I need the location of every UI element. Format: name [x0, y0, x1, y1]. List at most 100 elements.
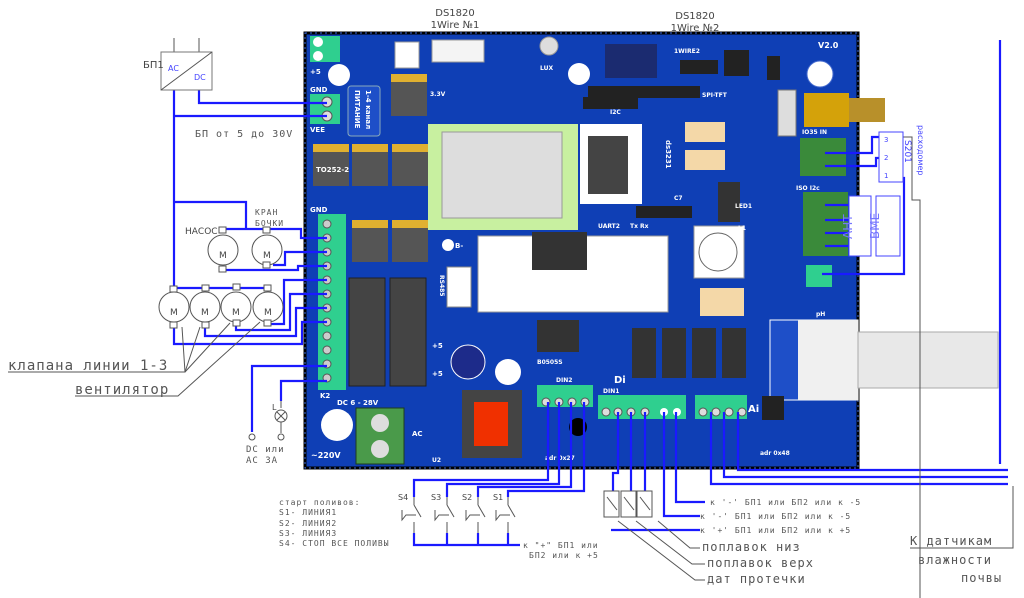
mounting-hole	[321, 409, 353, 441]
ds1820-1-label: DS1820	[435, 8, 475, 19]
float-low-label: поплавок низ	[702, 540, 801, 554]
ds1820-2-label: DS1820	[675, 11, 715, 22]
label-ds3231: ds3231	[664, 140, 672, 169]
minus-note-2: к '-' БП1 или БП2 или к -5	[700, 512, 851, 521]
motor-glyph: M	[263, 251, 271, 261]
fan-label: вентилятор	[75, 382, 169, 398]
bnc-connector	[798, 320, 858, 400]
rs485-connector	[446, 266, 472, 308]
buttons-legend-s3: S3- ЛИНИЯ3	[279, 529, 337, 538]
label-3v3: 3.3V	[430, 91, 446, 98]
label-dc-input: DC 6 - 28V	[337, 399, 379, 407]
din2-terminal	[537, 385, 593, 407]
flow-pin-1: 1	[884, 172, 888, 180]
float-sensors: поплавок низ поплавок верх дат протечки …	[603, 490, 860, 586]
label-plus5-2: +5	[432, 342, 443, 350]
bme-label: BME	[868, 213, 882, 239]
tank-valve-motor: M	[251, 226, 283, 269]
label-led1: LED1	[735, 203, 752, 210]
label-io35: IO35 IN	[802, 129, 827, 136]
ds1820-2-bus: 1Wire №2	[671, 23, 720, 34]
motors: M M M M M M НАСОС КРАН БОЧКИ клапана лин…	[8, 208, 284, 398]
flow-sensor-label: S201	[902, 140, 912, 163]
label-ph: pH	[816, 311, 825, 318]
buttons-title: старт поливов:	[279, 498, 360, 507]
valves-label: клапана линии 1-3	[8, 358, 168, 374]
motor-glyph: M	[219, 251, 227, 261]
pcb-board	[303, 31, 999, 470]
soil-sensors-label-1: К датчикам	[910, 534, 992, 548]
lamp: L DC или AC 3A	[246, 401, 288, 466]
lamp-source-2: AC 3A	[246, 456, 278, 466]
buttons-legend-s2: S2- ЛИНИЯ2	[279, 519, 337, 528]
label-power-channels: 1-4 канал	[364, 90, 372, 129]
antenna-connector	[804, 93, 849, 127]
mosfet-row	[313, 74, 428, 262]
relay-2	[389, 277, 427, 387]
relay-1	[348, 277, 386, 387]
label-mosfet: TO252-2	[316, 166, 349, 174]
psu-label: БП1	[143, 60, 164, 71]
ds1820-1-bus: 1Wire №1	[431, 20, 480, 31]
label-plus5-3: +5	[432, 370, 443, 378]
label-b0505: B0505S	[537, 359, 563, 366]
flow-pin-3: 3	[884, 136, 888, 144]
uart-header	[636, 206, 692, 218]
label-din2: DIN2	[556, 377, 572, 384]
terminal-outputs	[318, 214, 346, 390]
switch-s1-label: S1	[493, 493, 503, 502]
buttons-plus-note-2: БП2 или к +5	[529, 551, 599, 560]
flow-connector	[800, 138, 846, 176]
buttons-legend-s1: S1- ЛИНИЯ1	[279, 508, 337, 517]
label-di: Di	[614, 375, 626, 386]
label-lux: LUX	[540, 65, 553, 72]
flow-pin-2: 2	[884, 154, 888, 162]
label-din1: DIN1	[603, 388, 619, 395]
lamp-label: L	[272, 403, 277, 412]
pcb-labels: +5 GND VEE ПИТАНИЕ 1-4 канал TO252-2 GND…	[310, 41, 839, 464]
soil-sensors-label-3: почвы	[961, 571, 1002, 585]
usb-port	[777, 89, 797, 137]
plus-note: к '+' БП1 или БП2 или к +5	[700, 526, 851, 535]
fan-motor: M	[252, 284, 284, 327]
psu-dc-label: DC	[194, 73, 206, 82]
switch-s2-label: S2	[462, 493, 472, 502]
valve-motor-1: M	[158, 285, 190, 329]
mounting-hole	[328, 64, 350, 86]
label-vee: VEE	[310, 126, 325, 134]
motor-glyph: M	[201, 308, 209, 318]
switch-s4-label: S4	[398, 493, 408, 502]
motor-glyph: M	[232, 308, 240, 318]
label-c7: C7	[674, 195, 683, 202]
wires	[172, 40, 1008, 598]
psu-ac-label: AC	[168, 64, 179, 73]
lamp-source-1: DC или	[246, 445, 285, 455]
motor-glyph: M	[170, 308, 178, 318]
label-spi: SPI-TFT	[702, 92, 728, 99]
valve-motor-2: M	[189, 284, 221, 329]
lux-sensor	[539, 36, 559, 56]
rtc-chip	[588, 136, 628, 194]
label-txrx: Tx Rx	[630, 223, 649, 230]
spi-header	[588, 86, 700, 98]
label-k2: K2	[320, 392, 330, 400]
label-gnd-2: GND	[310, 206, 328, 214]
valve-motor-3: M	[220, 283, 252, 327]
label-1wire2: 1WIRE2	[674, 48, 700, 55]
psu-bp1: БП1 AC DC	[143, 38, 213, 91]
aht-label: AHT	[841, 214, 855, 239]
label-version: V2.0	[818, 41, 839, 50]
label-l1: L1	[738, 225, 746, 232]
iso-power-terminal	[806, 265, 832, 287]
switch-s3-label: S3	[431, 493, 441, 502]
b0505-converter	[537, 320, 579, 352]
float-high-label: поплавок верх	[707, 556, 814, 570]
label-ai: Ai	[748, 404, 759, 415]
flow-meter-label: расходомер	[916, 125, 925, 175]
tank-valve-label-1: КРАН	[255, 208, 278, 217]
onewire2-connector	[680, 60, 718, 74]
onewire1-connector	[431, 39, 485, 63]
soil-sensors-label-2: влажности	[918, 553, 992, 567]
